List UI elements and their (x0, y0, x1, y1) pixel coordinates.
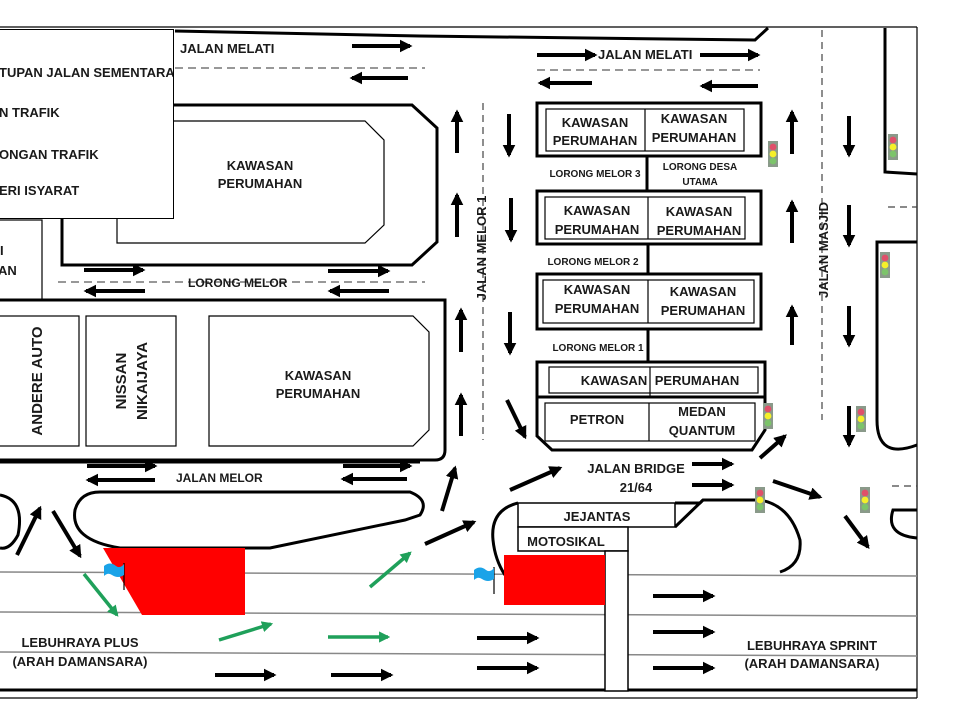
kawasan-top-label-1: KAWASAN (227, 158, 293, 173)
flag-icon (104, 563, 125, 590)
traffic-flow-arrows (15, 39, 870, 682)
motosikal-label: MOTOSIKAL (527, 534, 605, 549)
medan-label-1: MEDAN (678, 404, 726, 419)
lorong-desa-label-1: LORONG DESA (663, 162, 737, 173)
r1-left-label-1: KAWASAN (562, 115, 628, 130)
jalan-melati-left-label: JALAN MELATI (180, 41, 274, 56)
lorong-melor-2-label: LORONG MELOR 2 (547, 257, 639, 268)
closure-area-left (103, 548, 245, 615)
lorong-melor-road: LORONG MELOR (58, 276, 425, 290)
map-frame (0, 26, 918, 699)
traffic-signal-icon (763, 403, 773, 429)
left-partial-label-1: I (0, 243, 4, 258)
block-left-partial: I AN (0, 219, 43, 308)
lorong-desa-label-2: UTAMA (682, 177, 717, 188)
lebuhraya-plus-label-2: (ARAH DAMANSARA) (12, 654, 147, 669)
flag-icon (474, 567, 495, 594)
lebuhraya-sprint-label-2: (ARAH DAMANSARA) (744, 656, 879, 671)
kawasan-mid-label-1: KAWASAN (285, 368, 351, 383)
legend-item-diversion: ONGAN TRAFIK (0, 147, 99, 162)
traffic-signal-icon (856, 406, 866, 432)
jejantas-overpass: JEJANTAS MOTOSIKAL (491, 498, 802, 692)
diversion-arrows (82, 551, 412, 643)
road-edges (174, 26, 918, 540)
kawasan-top-label-2: PERUMAHAN (218, 176, 303, 191)
jalan-melati-right-label: JALAN MELATI (598, 47, 692, 62)
r1-right-label-2: PERUMAHAN (652, 130, 737, 145)
r4-right-label: PERUMAHAN (655, 373, 740, 388)
nissan-label-1: NISSAN (113, 353, 130, 410)
r2-right-label-1: KAWASAN (666, 204, 732, 219)
legend-item-flow: N TRAFIK (0, 105, 60, 120)
r4-left-label: KAWASAN (581, 373, 647, 388)
legend-box: TUPAN JALAN SEMENTARA N TRAFIK ONGAN TRA… (0, 29, 174, 219)
kawasan-mid-label-2: PERUMAHAN (276, 386, 361, 401)
r3-right-label-1: KAWASAN (670, 284, 736, 299)
lorong-melor-1-label: LORONG MELOR 1 (552, 343, 644, 354)
legend-item-closure: TUPAN JALAN SEMENTARA (0, 65, 174, 80)
jalan-masjid-label: JALAN MASJID (816, 202, 831, 298)
traffic-signal-icon (768, 141, 778, 167)
lebuhraya-sprint-label-1: LEBUHRAYA SPRINT (747, 638, 877, 653)
closure-area-right (504, 555, 605, 605)
jalan-melor-1-label: JALAN MELOR 1 (474, 196, 489, 301)
lorong-melor-3-label: LORONG MELOR 3 (549, 169, 641, 180)
medan-label-2: QUANTUM (669, 423, 735, 438)
block-middle-left: ANDERE AUTO NISSAN NIKAIJAYA KAWASAN PER… (0, 298, 447, 462)
jalan-melor-road: JALAN MELOR (0, 460, 425, 550)
r3-left-label-1: KAWASAN (564, 282, 630, 297)
r3-left-label-2: PERUMAHAN (555, 301, 640, 316)
highway-lanes: LEBUHRAYA PLUS (ARAH DAMANSARA) LEBUHRAY… (0, 571, 918, 692)
jalan-bridge-label-1: JALAN BRIDGE (587, 461, 685, 476)
lorong-melor-label: LORONG MELOR (188, 276, 288, 290)
r2-left-label-2: PERUMAHAN (555, 222, 640, 237)
andere-auto-label: ANDERE AUTO (29, 326, 46, 436)
petron-label: PETRON (570, 412, 624, 427)
road-closures (103, 548, 605, 615)
r3-right-label-2: PERUMAHAN (661, 303, 746, 318)
r1-right-label-1: KAWASAN (661, 111, 727, 126)
nissan-label-2: NIKAIJAYA (134, 342, 151, 420)
jejantas-label: JEJANTAS (564, 509, 631, 524)
traffic-signal-icon (888, 134, 898, 160)
legend-item-signal: ERI ISYARAT (0, 183, 80, 198)
traffic-signal-icon (755, 487, 765, 513)
r2-right-label-2: PERUMAHAN (657, 223, 742, 238)
jalan-melor-label: JALAN MELOR (176, 471, 263, 485)
traffic-signals (755, 134, 898, 513)
left-partial-label-2: AN (0, 263, 17, 278)
r2-left-label-1: KAWASAN (564, 203, 630, 218)
block-right-column: KAWASAN PERUMAHAN KAWASAN PERUMAHAN LORO… (535, 101, 767, 452)
jalan-bridge-label-2: 21/64 (620, 480, 653, 495)
traffic-signal-icon (880, 252, 890, 278)
lebuhraya-plus-label-1: LEBUHRAYA PLUS (21, 635, 138, 650)
r1-left-label-2: PERUMAHAN (553, 133, 638, 148)
traffic-signal-icon (860, 487, 870, 513)
